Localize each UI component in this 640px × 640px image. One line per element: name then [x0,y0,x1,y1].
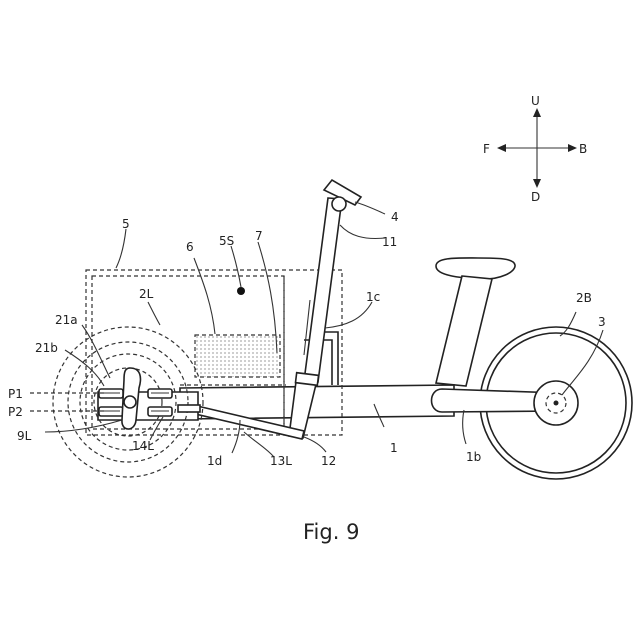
direction-up-label: U [531,94,540,108]
label-1d: 1d [207,454,222,468]
label-6: 6 [186,240,194,254]
label-9L: 9L [17,429,32,443]
figure-caption: Fig. 9 [303,520,359,544]
label-4: 4 [391,210,399,224]
battery [195,335,280,377]
label-14L: 14L [132,439,154,453]
label-5: 5 [122,217,130,231]
label-1c: 1c [366,290,380,304]
direction-front-label: F [483,142,490,156]
label-11: 11 [382,235,397,249]
label-P2: P2 [8,405,23,419]
label-1b: 1b [466,450,481,464]
direction-compass: U D F B [483,94,587,204]
label-21b: 21b [35,341,58,355]
seat [436,258,515,386]
label-2L: 2L [139,287,154,301]
label-5S: 5S [219,234,234,248]
label-12: 12 [321,454,336,468]
direction-back-label: B [579,142,587,156]
label-21a: 21a [55,313,78,327]
label-7: 7 [255,229,263,243]
label-2B: 2B [576,291,592,305]
center-point [237,287,245,295]
label-1: 1 [390,441,398,455]
label-P1: P1 [8,387,23,401]
label-13L: 13L [270,454,292,468]
label-3: 3 [598,315,606,329]
direction-down-label: D [531,190,540,204]
